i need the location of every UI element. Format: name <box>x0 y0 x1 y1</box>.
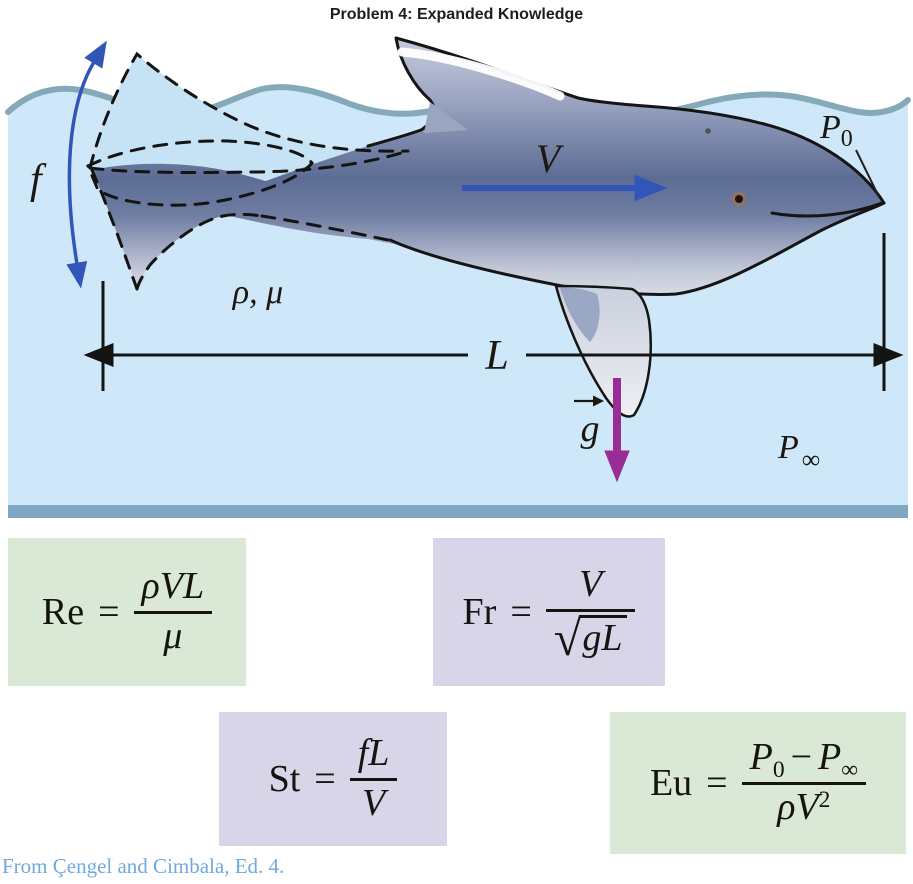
tail-motion-dashes <box>86 51 410 291</box>
eu-equals: = <box>706 762 728 804</box>
froude-formula-box: Fr = V √ gL <box>433 538 665 686</box>
strouhal-formula-box: St = fL V <box>219 712 447 846</box>
radical-sign: √ <box>553 610 582 666</box>
page-title: Problem 4: Expanded Knowledge <box>329 6 584 23</box>
water-floor-bar <box>8 505 908 518</box>
eu-name: Eu <box>649 762 693 804</box>
euler-formula-box: Eu = P0−P∞ ρV2 <box>610 712 906 854</box>
gravity-label-group: g <box>574 395 604 450</box>
eu-fraction: P0−P∞ ρV2 <box>741 737 867 828</box>
length-dimension <box>83 233 904 391</box>
re-name: Re <box>41 591 85 633</box>
length-label: L <box>484 333 508 379</box>
dolphin-outline-belly <box>388 201 886 297</box>
frequency-arrow <box>66 40 107 289</box>
velocity-label: V <box>536 136 565 181</box>
tail-fluke-up-fill <box>90 54 408 173</box>
reynolds-formula-box: Re = ρVL μ <box>8 538 246 686</box>
caption-text: From Çengel and Cimbala, Ed. 4. <box>2 854 285 878</box>
dorsal-fin-shade <box>424 102 468 133</box>
fr-fraction: V √ gL <box>545 564 636 666</box>
st-fraction: fL V <box>349 733 398 824</box>
p0-leader-line <box>855 149 880 198</box>
st-equals: = <box>314 758 336 800</box>
st-name: St <box>268 758 301 800</box>
fr-equals: = <box>510 591 532 633</box>
flipper-shade <box>560 287 600 342</box>
fr-name: Fr <box>462 591 497 633</box>
dolphin-diagram: f V ρ, μ L g P0 P∞ <box>5 36 911 518</box>
blowhole-dot <box>705 128 711 134</box>
re-equals: = <box>98 591 120 633</box>
dolphin-tail <box>92 163 400 289</box>
mouth-line <box>770 201 884 218</box>
pinf-label: P∞ <box>777 429 820 474</box>
density-viscosity-label: ρ, μ <box>232 274 283 311</box>
eye-pupil <box>735 195 743 203</box>
gravity-label: g <box>581 408 600 450</box>
re-fraction: ρVL μ <box>133 566 213 657</box>
dorsal-fin-highlight <box>397 47 565 101</box>
p0-label: P0 <box>819 109 853 152</box>
